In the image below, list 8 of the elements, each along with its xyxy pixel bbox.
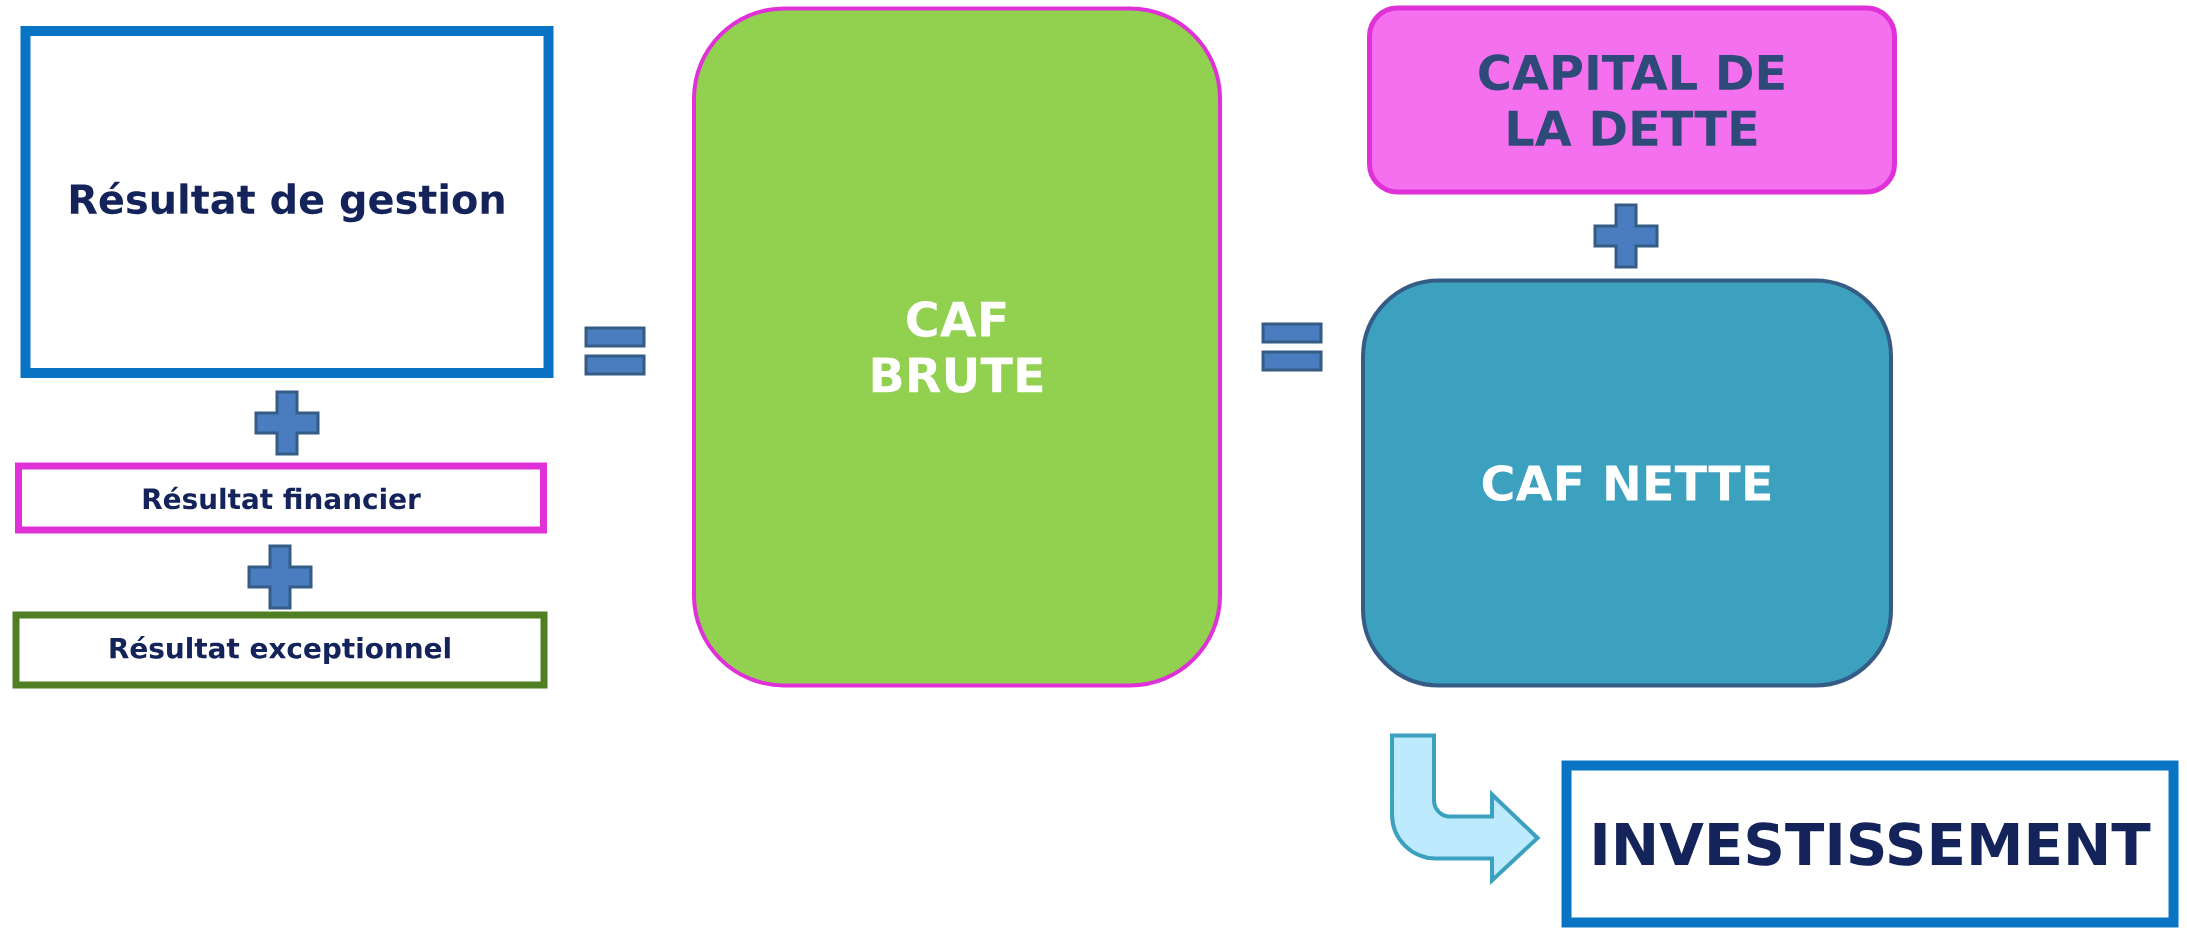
debt-box: CAPITAL DE LA DETTE — [1367, 5, 1897, 195]
caf-box: CAF NETTE — [1361, 278, 1893, 688]
caf-box: CAF BRUTE — [692, 6, 1222, 688]
bent-arrow — [1390, 733, 1540, 883]
result-box: Résultat de gestion — [20, 26, 554, 378]
investment-box: INVESTISSEMENT — [1561, 760, 2179, 928]
result-box: Résultat financier — [15, 462, 547, 534]
result-box: Résultat exceptionnel — [12, 611, 548, 689]
